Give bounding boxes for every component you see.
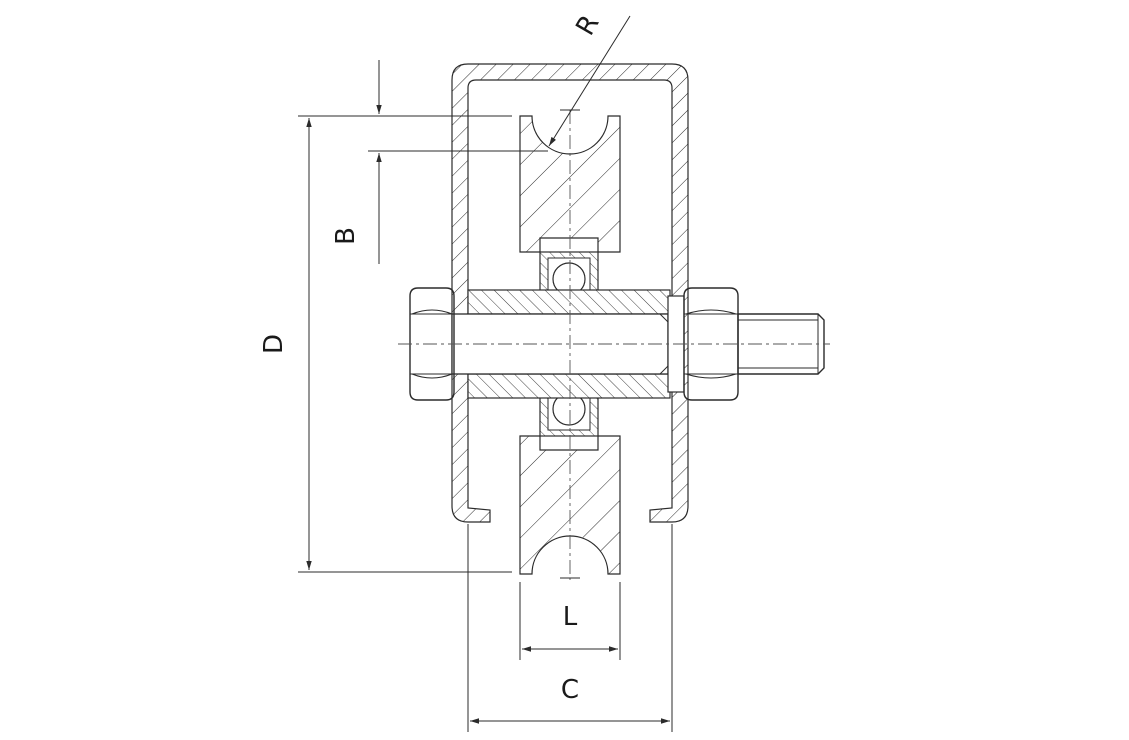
bolt-head <box>409 287 455 401</box>
dimension-d: D <box>259 115 512 573</box>
bracket-housing <box>451 63 689 523</box>
dimension-c: C <box>467 524 673 732</box>
dimension-l-label: L <box>563 602 578 632</box>
dimension-c-label: C <box>561 675 579 705</box>
center-lines <box>398 109 830 580</box>
dimension-r-label: R <box>570 10 605 41</box>
dimension-d-label: D <box>259 334 289 354</box>
dimension-b-label: B <box>331 227 361 245</box>
dimension-b: B <box>331 60 548 264</box>
dimension-l: L <box>519 582 621 660</box>
